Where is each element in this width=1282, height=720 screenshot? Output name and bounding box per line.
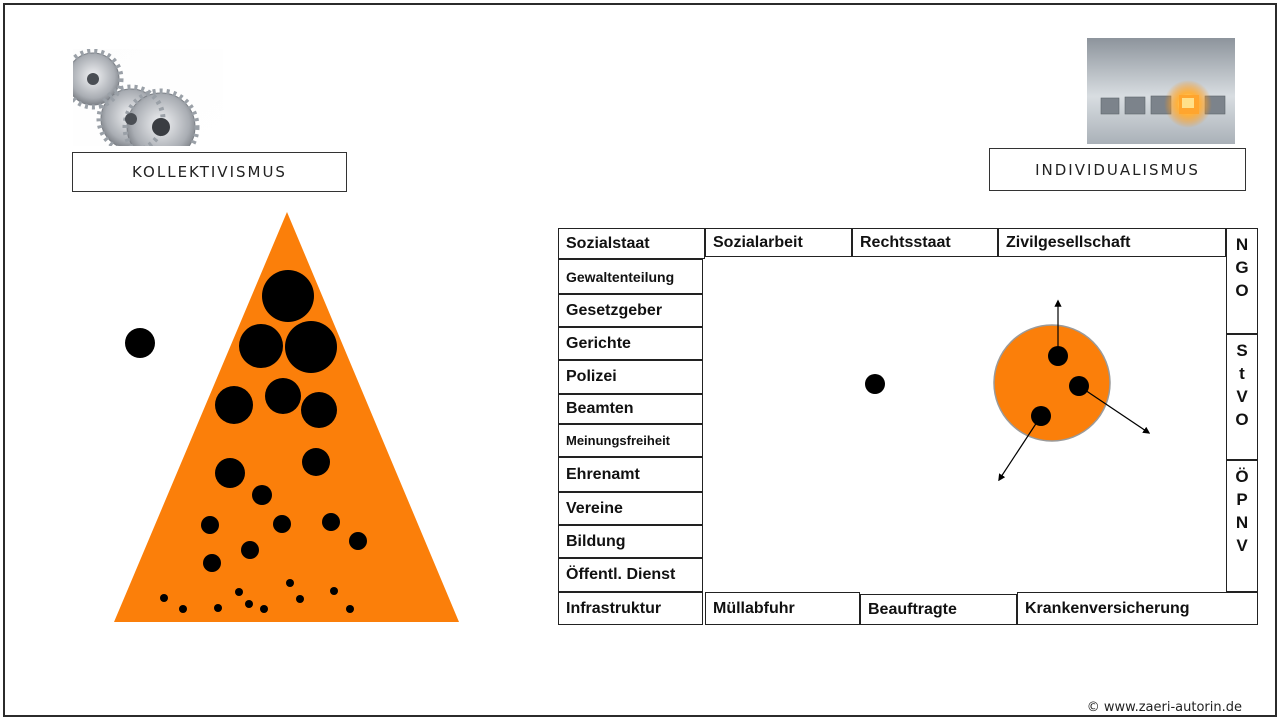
slide-frame bbox=[3, 3, 1277, 717]
arrow-down-left bbox=[998, 415, 1042, 482]
left-cell: Öffentl. Dienst bbox=[558, 558, 703, 592]
letter: N bbox=[1235, 513, 1249, 532]
letter: S bbox=[1236, 341, 1248, 360]
letter: Ö bbox=[1235, 467, 1249, 486]
letter: G bbox=[1235, 258, 1249, 277]
left-cell: Vereine bbox=[558, 492, 703, 525]
individualism-diagram bbox=[865, 299, 1151, 482]
right-vertical-cell-ngo: N G O bbox=[1226, 228, 1258, 334]
right-vertical-cell-opnv: Ö P N V bbox=[1226, 460, 1258, 592]
top-cell: Rechtsstaat bbox=[852, 228, 998, 257]
letter: O bbox=[1235, 410, 1249, 429]
top-cell: Zivilgesellschaft bbox=[998, 228, 1226, 257]
left-cell: Bildung bbox=[558, 525, 703, 558]
copyright-footer: © www.zaeri-autorin.de bbox=[1086, 700, 1242, 715]
dot-in-circle bbox=[1031, 406, 1051, 426]
bottom-cell: Müllabfuhr bbox=[705, 592, 860, 625]
left-cell: Beamten bbox=[558, 394, 703, 424]
left-cell: Gewaltenteilung bbox=[558, 259, 703, 294]
gears-image bbox=[73, 49, 223, 146]
individual-dot bbox=[865, 374, 885, 394]
letter: P bbox=[1236, 490, 1248, 509]
gears-icon bbox=[73, 49, 223, 146]
left-cell: Ehrenamt bbox=[558, 457, 703, 492]
kollektivismus-label: KOLLEKTIVISMUS bbox=[72, 152, 347, 192]
glowing-cube-icon bbox=[1087, 38, 1235, 144]
right-vertical-cell-stvo: S t V O bbox=[1226, 334, 1258, 460]
letter: V bbox=[1236, 536, 1248, 555]
left-cell: Infrastruktur bbox=[558, 592, 703, 625]
individualismus-label: INDIVIDUALISMUS bbox=[989, 148, 1246, 191]
letter: V bbox=[1236, 387, 1248, 406]
top-cell: Sozialarbeit bbox=[705, 228, 852, 257]
arrow-right bbox=[1078, 385, 1151, 434]
left-cell: Meinungsfreiheit bbox=[558, 424, 703, 457]
left-cell: Polizei bbox=[558, 360, 703, 394]
bottom-cell: Krankenversicherung bbox=[1017, 592, 1258, 625]
letter: N bbox=[1235, 235, 1249, 254]
top-cell: Sozialstaat bbox=[558, 228, 705, 259]
cubes-image bbox=[1087, 38, 1235, 144]
bottom-cell: Beauftragte bbox=[860, 594, 1017, 625]
dot-in-circle bbox=[1069, 376, 1089, 396]
left-cell: Gerichte bbox=[558, 327, 703, 360]
dot-in-circle bbox=[1048, 346, 1068, 366]
orange-circle bbox=[993, 324, 1111, 442]
left-cell: Gesetzgeber bbox=[558, 294, 703, 327]
letter: O bbox=[1235, 281, 1249, 300]
letter: t bbox=[1239, 364, 1245, 383]
